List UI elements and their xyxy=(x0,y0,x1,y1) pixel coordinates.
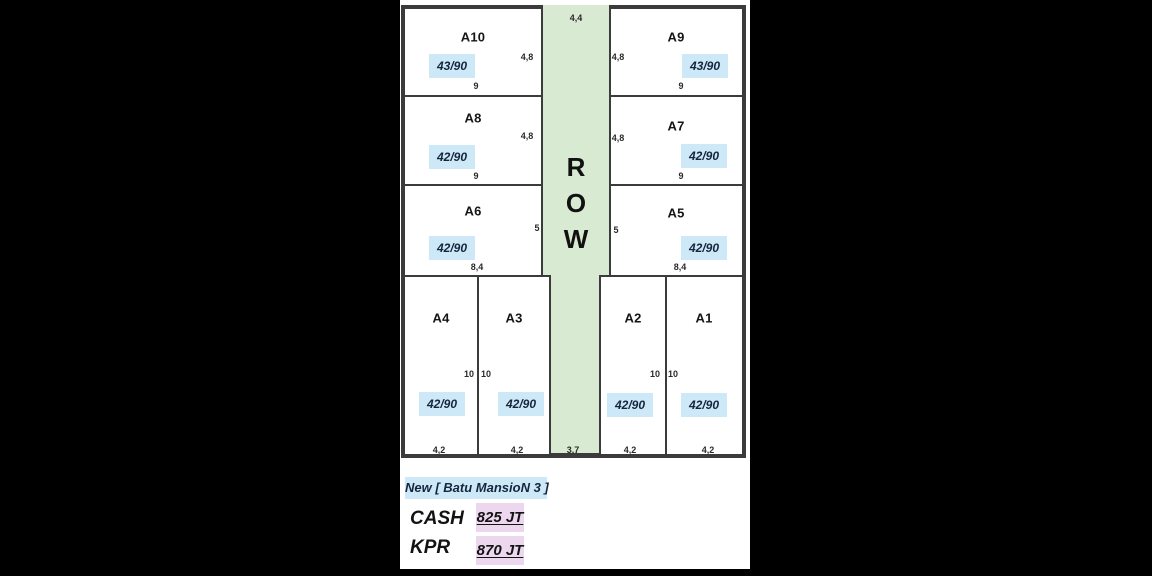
lot-a8-bottom-dim: 9 xyxy=(473,171,479,181)
lot-a1-bottom-dim: 4,2 xyxy=(701,445,715,455)
lot-a8-side-dim: 4,8 xyxy=(520,131,534,141)
lot-a3-area-badge: 42/90 xyxy=(497,392,545,416)
road-letter-r: R xyxy=(566,152,586,182)
lot-a2-area-badge: 42/90 xyxy=(606,393,654,417)
lot-a2-side-dim: 10 xyxy=(649,369,661,379)
lot-a4-rect xyxy=(403,275,479,456)
lot-a1-name: A1 xyxy=(695,310,713,326)
lot-a8-rect xyxy=(403,95,543,186)
lot-a1-area-badge: 42/90 xyxy=(680,393,728,417)
lot-a6-side-dim: 5 xyxy=(534,223,540,233)
lot-a5-name: A5 xyxy=(667,205,685,221)
lot-a7-name: A7 xyxy=(667,118,685,134)
cash-label: CASH xyxy=(410,508,464,529)
lot-a3-side-dim: 10 xyxy=(480,369,492,379)
road-letter-w: W xyxy=(563,224,589,254)
lot-a7-area-badge: 42/90 xyxy=(680,144,728,168)
lot-a10-area-badge: 43/90 xyxy=(428,54,476,78)
lot-a9-name: A9 xyxy=(667,29,685,45)
content-area: R O W 4,4 3,7 A10 A9 A8 A7 A6 A5 A4 A3 A… xyxy=(400,0,750,569)
lot-a10-side-dim: 4,8 xyxy=(520,52,534,62)
road-strip-lower xyxy=(549,275,601,456)
lot-a10-name: A10 xyxy=(460,29,486,45)
lot-a6-area-badge: 42/90 xyxy=(428,236,476,260)
lot-a4-area-badge: 42/90 xyxy=(418,392,466,416)
lot-a2-name: A2 xyxy=(624,310,642,326)
kpr-label: KPR xyxy=(410,537,451,558)
road-letter-o: O xyxy=(565,188,587,218)
lot-a6-bottom-dim: 8,4 xyxy=(470,262,484,272)
lot-a1-side-dim: 10 xyxy=(667,369,679,379)
lot-a5-bottom-dim: 8,4 xyxy=(673,262,687,272)
lot-a3-rect xyxy=(477,275,551,456)
lot-a2-bottom-dim: 4,2 xyxy=(623,445,637,455)
kpr-price-value: 870 JT xyxy=(476,542,524,559)
lot-a6-name: A6 xyxy=(464,203,482,219)
lot-a7-bottom-dim: 9 xyxy=(678,171,684,181)
lot-a4-bottom-dim: 4,2 xyxy=(432,445,446,455)
lot-a9-side-dim: 4,8 xyxy=(611,52,625,62)
lot-a10-bottom-dim: 9 xyxy=(473,81,479,91)
lot-a9-area-badge: 43/90 xyxy=(681,54,729,78)
lot-a3-bottom-dim: 4,2 xyxy=(510,445,524,455)
lot-a1-rect xyxy=(665,275,744,456)
project-name-badge: New [ Batu MansioN 3 ] xyxy=(405,477,549,499)
lot-a9-bottom-dim: 9 xyxy=(678,81,684,91)
lot-a8-name: A8 xyxy=(464,110,482,126)
kpr-price-badge: 870 JT xyxy=(476,536,524,565)
lot-a5-side-dim: 5 xyxy=(613,225,619,235)
road-bottom-dimension: 3,7 xyxy=(566,445,580,455)
lot-a7-rect xyxy=(609,95,744,186)
site-plan: R O W 4,4 3,7 A10 A9 A8 A7 A6 A5 A4 A3 A… xyxy=(401,5,746,458)
road-label: R O W xyxy=(541,149,611,257)
road-top-dimension: 4,4 xyxy=(569,13,583,23)
lot-a10-rect xyxy=(403,7,543,97)
lot-a4-name: A4 xyxy=(432,310,450,326)
lot-a5-area-badge: 42/90 xyxy=(680,236,728,260)
cash-price-badge: 825 JT xyxy=(476,503,524,532)
lot-a7-side-dim: 4,8 xyxy=(611,133,625,143)
lot-a8-area-badge: 42/90 xyxy=(428,145,476,169)
cash-price-value: 825 JT xyxy=(476,509,524,526)
lot-a2-rect xyxy=(599,275,667,456)
lot-a9-rect xyxy=(609,7,744,97)
lot-a3-name: A3 xyxy=(505,310,523,326)
lot-a4-side-dim: 10 xyxy=(463,369,475,379)
